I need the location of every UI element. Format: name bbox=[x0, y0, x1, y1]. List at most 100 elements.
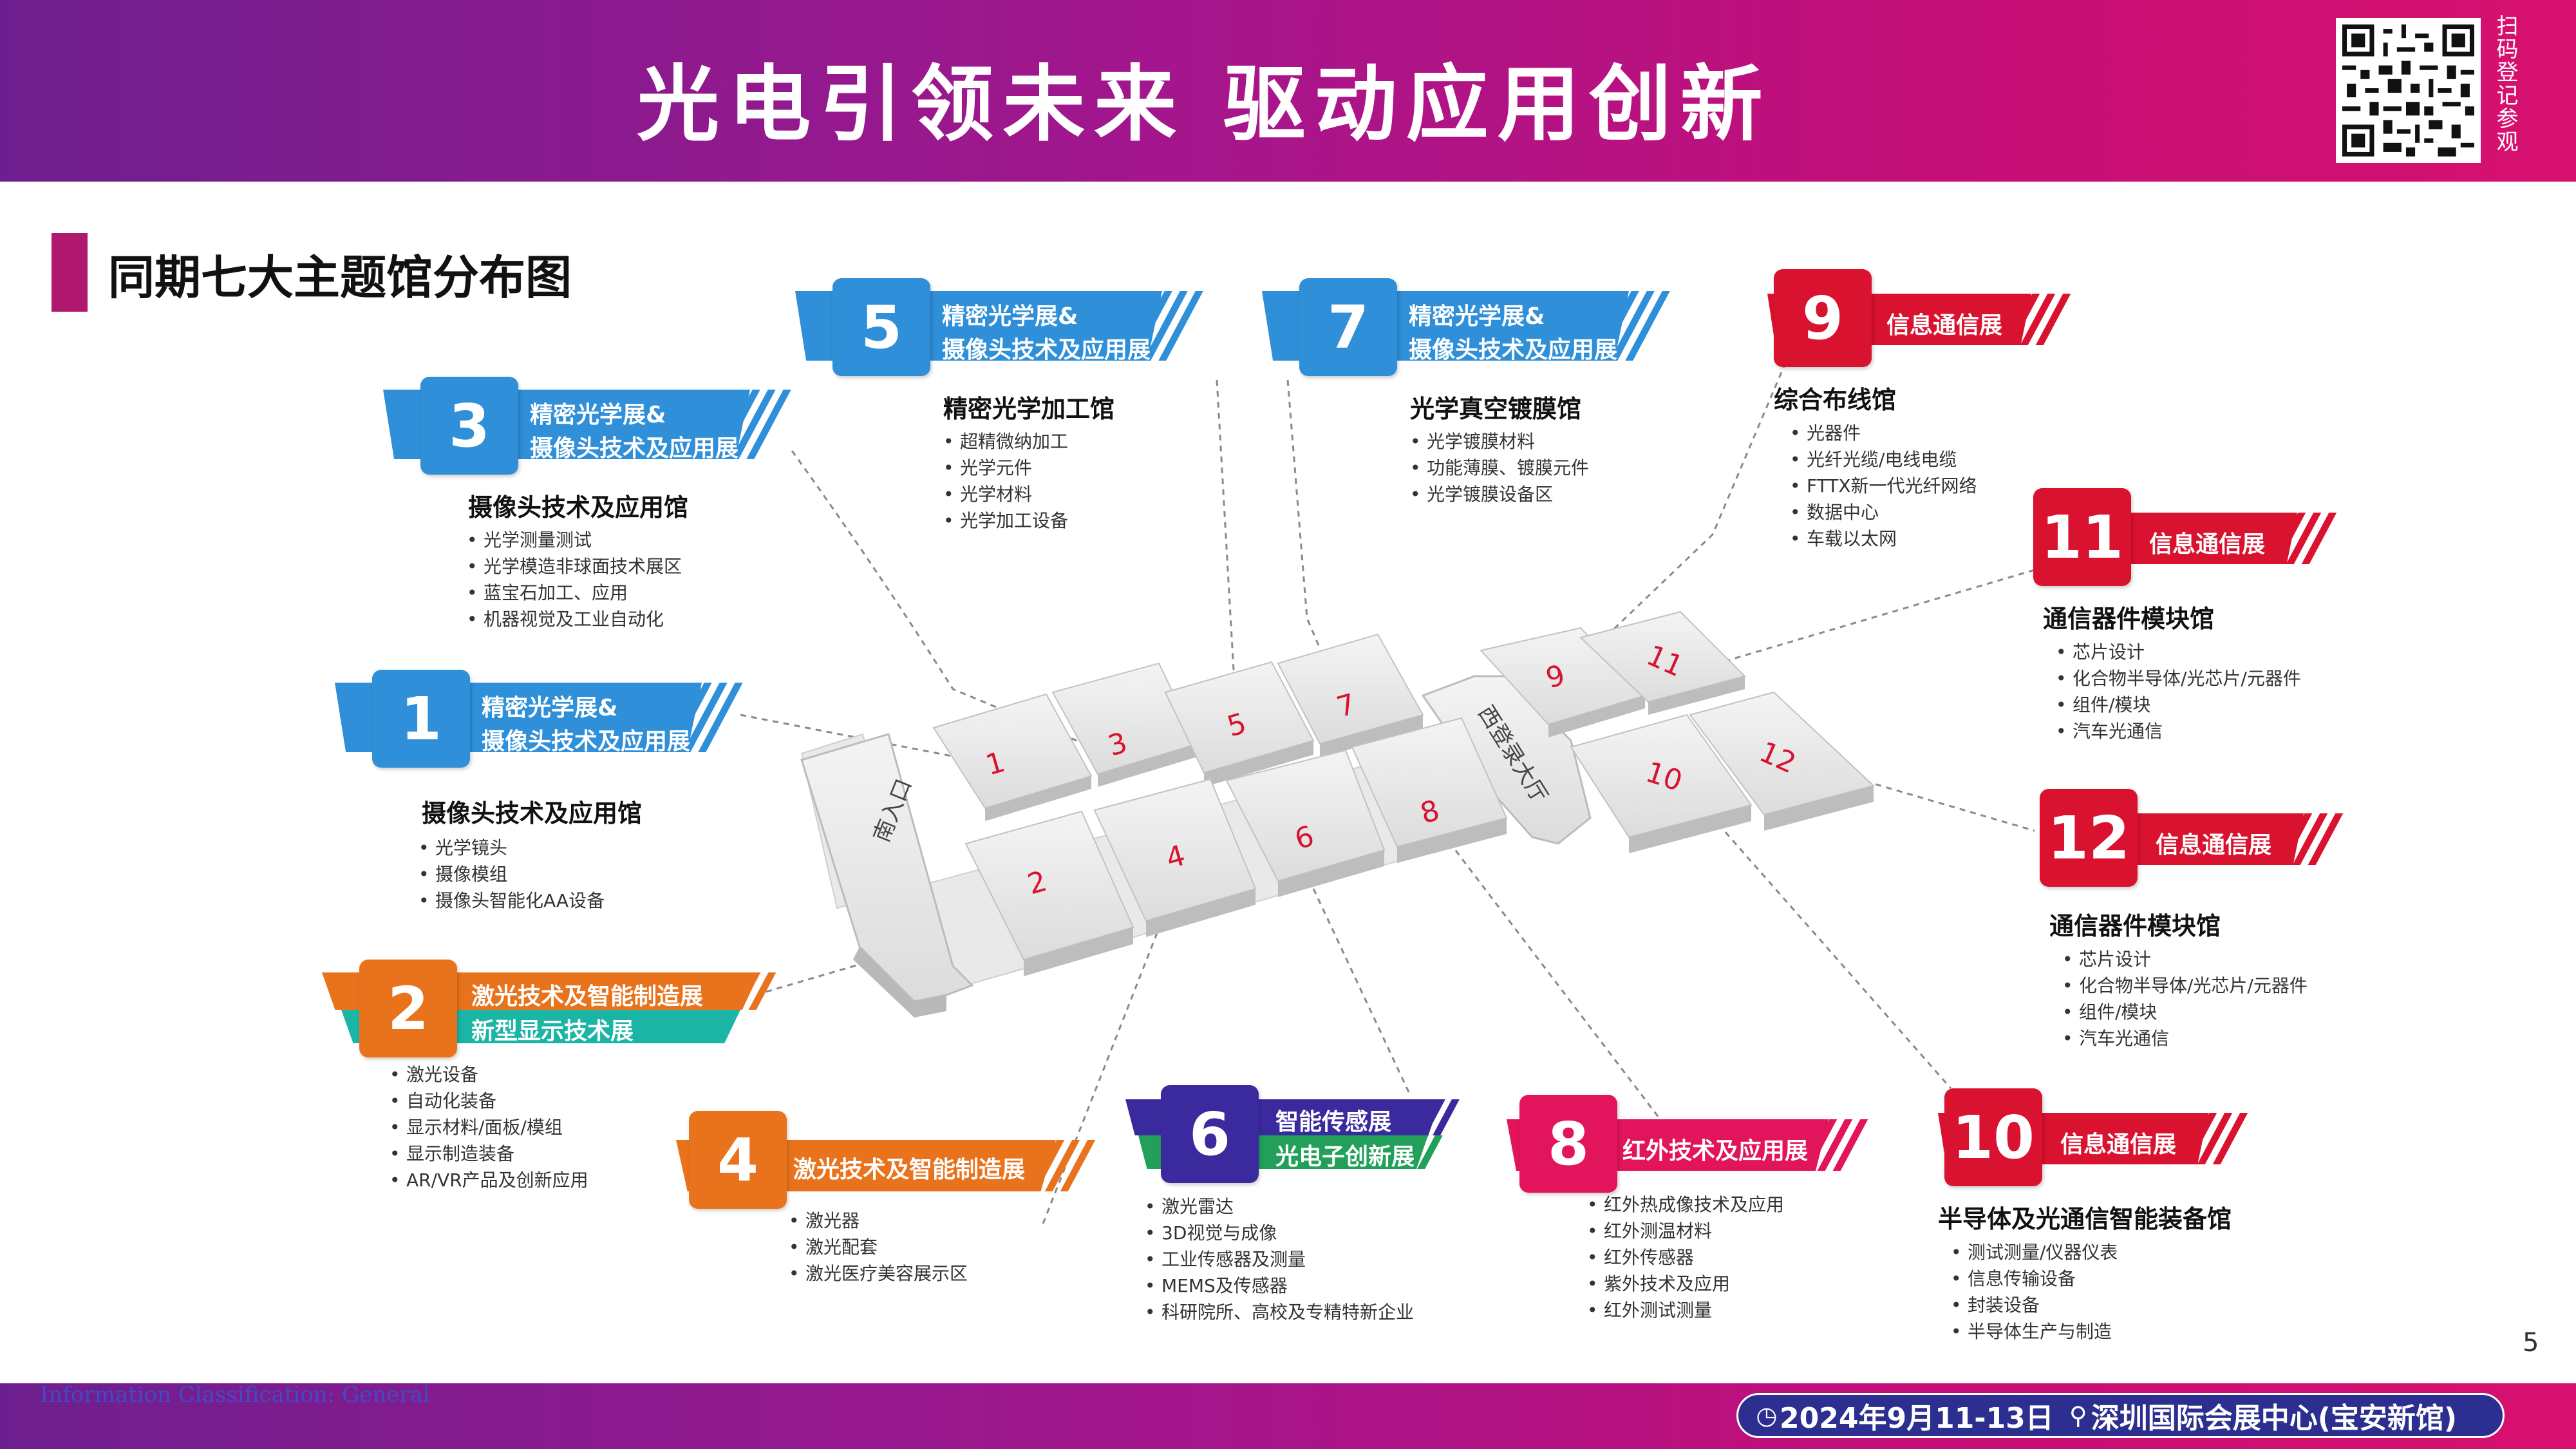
hall-2-item: 显示制造装备 bbox=[390, 1141, 588, 1167]
hall-12-title-line1: 信息通信展 bbox=[2156, 832, 2272, 858]
hall-7-items: 光学镀膜材料 功能薄膜、镀膜元件 光学镀膜设备区 bbox=[1410, 428, 1589, 507]
hall-5-title-line2: 摄像头技术及应用展 bbox=[942, 337, 1151, 363]
hall-6-item: 激光雷达 bbox=[1145, 1193, 1414, 1220]
hall-4-items: 激光器 激光配套 激光医疗美容展示区 bbox=[789, 1208, 968, 1287]
date-venue-pill: ◷ 2024年9月11-13日 ⚲ 深圳国际会展中心(宝安新馆) bbox=[1736, 1393, 2505, 1438]
hall-10-number: 10 bbox=[1944, 1088, 2042, 1186]
hall-5-item: 超精微纳加工 bbox=[943, 428, 1068, 455]
hall-10-items: 测试测量/仪器仪表 信息传输设备 封装设备 半导体生产与制造 bbox=[1951, 1239, 2118, 1345]
hall-12-items: 芯片设计 化合物半导体/光芯片/元器件 组件/模块 汽车光通信 bbox=[2062, 946, 2308, 1052]
hall-7[interactable] bbox=[1277, 633, 1424, 758]
hall-6-item: 工业传感器及测量 bbox=[1145, 1246, 1414, 1273]
hall-11-item: 芯片设计 bbox=[2056, 639, 2301, 665]
hall-9-item: 光纤光缆/电线电缆 bbox=[1790, 446, 1977, 473]
hall-6-title-line1: 智能传感展 bbox=[1275, 1109, 1392, 1135]
leader-line-5 bbox=[1216, 379, 1237, 715]
hall-1-item: 光学镜头 bbox=[418, 835, 605, 861]
hall-12-item: 组件/模块 bbox=[2062, 999, 2308, 1025]
hall-2-items: 激光设备 自动化装备 显示材料/面板/模组 显示制造装备 AR/VR产品及创新应… bbox=[390, 1061, 588, 1193]
hall-7-item: 光学镀膜设备区 bbox=[1410, 481, 1589, 507]
hall-9-item: FTTX新一代光纤网络 bbox=[1790, 473, 1977, 499]
hall-1-number: 1 bbox=[372, 670, 470, 768]
hall-2-item: AR/VR产品及创新应用 bbox=[390, 1167, 588, 1193]
hall-3-items: 光学测量测试 光学模造非球面技术展区 蓝宝石加工、应用 机器视觉及工业自动化 bbox=[467, 527, 682, 632]
qr-label: 扫码登记参观 bbox=[2492, 14, 2518, 153]
hall-8-item: 红外测试测量 bbox=[1587, 1297, 1784, 1323]
hall-6[interactable] bbox=[1225, 749, 1386, 897]
hall-5-item: 光学材料 bbox=[943, 481, 1068, 507]
hall-5-item: 光学元件 bbox=[943, 455, 1068, 481]
hall-11-title-line1: 信息通信展 bbox=[2149, 531, 2266, 558]
hall-9-name: 综合布线馆 bbox=[1774, 386, 1897, 414]
hall-10-item: 半导体生产与制造 bbox=[1951, 1318, 2118, 1345]
hall-10[interactable] bbox=[1570, 714, 1753, 853]
leader-line-6 bbox=[1312, 888, 1411, 1095]
hall-6-item: 3D视觉与成像 bbox=[1145, 1220, 1414, 1246]
hall-12-item: 芯片设计 bbox=[2062, 946, 2308, 972]
hall-4-title-line1: 激光技术及智能制造展 bbox=[793, 1157, 1026, 1183]
hall-2-title-line2: 新型显示技术展 bbox=[471, 1018, 634, 1045]
hall-5-items: 超精微纳加工 光学元件 光学材料 光学加工设备 bbox=[943, 428, 1068, 534]
hall-1-items: 光学镜头 摄像模组 摄像头智能化AA设备 bbox=[418, 835, 605, 914]
hall-10-item: 测试测量/仪器仪表 bbox=[1951, 1239, 2118, 1265]
hall-5-number: 5 bbox=[832, 278, 930, 376]
south-entrance-label: 南入口 bbox=[869, 775, 917, 846]
hall-6-number: 6 bbox=[1161, 1085, 1259, 1183]
hall-3-item: 蓝宝石加工、应用 bbox=[467, 580, 682, 606]
hall-9-items: 光器件 光纤光缆/电线电缆 FTTX新一代光纤网络 数据中心 车载以太网 bbox=[1790, 420, 1977, 552]
hall-3-item: 光学模造非球面技术展区 bbox=[467, 553, 682, 580]
hall-1-item: 摄像模组 bbox=[418, 861, 605, 887]
hall-11-number: 11 bbox=[2033, 488, 2131, 586]
hall-3-item: 光学测量测试 bbox=[467, 527, 682, 553]
hall-9-title-line1: 信息通信展 bbox=[1886, 312, 2003, 339]
location-pin-icon: ⚲ bbox=[2069, 1401, 2087, 1430]
hall-4[interactable] bbox=[1093, 778, 1257, 937]
hall-4-item: 激光医疗美容展示区 bbox=[789, 1260, 968, 1287]
hall-1-title-line1: 精密光学展& bbox=[482, 695, 618, 721]
hall-8-number: 8 bbox=[1519, 1095, 1617, 1193]
hall-2-item: 自动化装备 bbox=[390, 1088, 588, 1114]
section-accent-bar bbox=[52, 233, 88, 312]
hall-8-item: 红外热成像技术及应用 bbox=[1587, 1191, 1784, 1218]
hall-3-title-line2: 摄像头技术及应用展 bbox=[530, 435, 739, 462]
hall-6-items: 激光雷达 3D视觉与成像 工业传感器及测量 MEMS及传感器 科研院所、高校及专… bbox=[1145, 1193, 1414, 1325]
hall-3-title-line1: 精密光学展& bbox=[530, 402, 666, 428]
hall-12-name: 通信器件模块馆 bbox=[2049, 912, 2221, 940]
clock-icon: ◷ bbox=[1756, 1401, 1778, 1430]
hall-3-name: 摄像头技术及应用馆 bbox=[468, 493, 689, 522]
hall-11-items: 芯片设计 化合物半导体/光芯片/元器件 组件/模块 汽车光通信 bbox=[2056, 639, 2301, 744]
hall-7-number: 7 bbox=[1299, 278, 1397, 376]
qr-code-icon bbox=[2342, 24, 2474, 156]
hall-7-name: 光学真空镀膜馆 bbox=[1410, 395, 1582, 423]
hall-5-name: 精密光学加工馆 bbox=[943, 395, 1115, 423]
section-title: 同期七大主题馆分布图 bbox=[108, 251, 572, 305]
hall-1-name: 摄像头技术及应用馆 bbox=[422, 799, 643, 828]
hall-2[interactable] bbox=[964, 810, 1134, 976]
event-venue: 深圳国际会展中心(宝安新馆) bbox=[2091, 1402, 2458, 1435]
hall-1[interactable] bbox=[932, 693, 1093, 821]
hall-10-item: 封装设备 bbox=[1951, 1292, 2118, 1318]
hall-1-title-line2: 摄像头技术及应用展 bbox=[482, 728, 691, 755]
leader-line-2 bbox=[766, 913, 1031, 993]
hall-11-item: 化合物半导体/光芯片/元器件 bbox=[2056, 665, 2301, 692]
hall-12-item: 汽车光通信 bbox=[2062, 1025, 2308, 1052]
hall-11[interactable] bbox=[1579, 611, 1746, 715]
hall-9-item: 光器件 bbox=[1790, 420, 1977, 446]
info-classification: Information Classification: General bbox=[40, 1382, 430, 1408]
slogan: 光电引领未来 驱动应用创新 bbox=[637, 57, 1772, 153]
hall-3-number: 3 bbox=[420, 377, 518, 475]
hall-10-name: 半导体及光通信智能装备馆 bbox=[1938, 1205, 2232, 1233]
hall-12[interactable] bbox=[1689, 691, 1876, 831]
hall-5[interactable] bbox=[1164, 661, 1315, 787]
hall-8[interactable] bbox=[1351, 717, 1508, 863]
hall-9-item: 数据中心 bbox=[1790, 499, 1977, 526]
hall-11-item: 组件/模块 bbox=[2056, 692, 2301, 718]
hall-4-item: 激光配套 bbox=[789, 1234, 968, 1260]
hall-8-title-line1: 红外技术及应用展 bbox=[1622, 1138, 1809, 1164]
hall-5-item: 光学加工设备 bbox=[943, 507, 1068, 534]
hall-11-item: 汽车光通信 bbox=[2056, 718, 2301, 744]
qr-code[interactable] bbox=[2336, 18, 2481, 163]
hall-10-item: 信息传输设备 bbox=[1951, 1265, 2118, 1292]
hall-2-title-line1: 激光技术及智能制造展 bbox=[471, 983, 704, 1010]
hall-11-name: 通信器件模块馆 bbox=[2043, 605, 2215, 633]
